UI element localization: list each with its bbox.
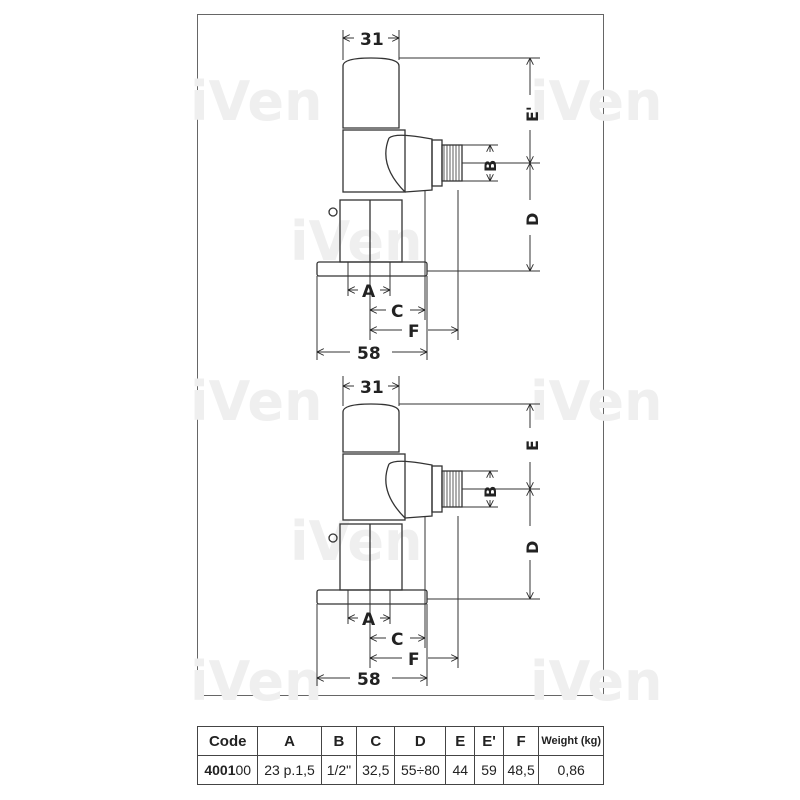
dim-label-F: F: [408, 322, 420, 342]
dimension-labels-bottom: 31 A C F 58 B E D: [357, 378, 542, 690]
header-E: E: [445, 726, 476, 756]
valve-thread-base: [431, 139, 443, 187]
header-C: C: [356, 726, 396, 756]
dim-label-E-prime: E': [523, 106, 542, 122]
cell-F: 48,5: [502, 755, 540, 785]
dimensions-top: [316, 30, 540, 360]
valve-cap: [342, 403, 400, 453]
cell-E-prime: 59: [474, 755, 504, 785]
dim-label-A: A: [362, 282, 376, 302]
dim-label-F: F: [408, 650, 420, 670]
valve-screw: [328, 533, 338, 543]
technical-drawing: iVen iVen iVen iVen iVen iVen iVen iVen: [190, 30, 662, 713]
dim-label-B: B: [481, 160, 500, 172]
dim-label-D: D: [523, 213, 542, 226]
watermark-text: iVen: [530, 70, 662, 133]
watermark-text: iVen: [190, 650, 322, 713]
header-weight: Weight (kg): [538, 726, 604, 756]
valve-elbow: [388, 134, 433, 193]
spec-table-row: 400100 23 p.1,5 1/2" 32,5 55÷80 44 59 48…: [196, 755, 604, 785]
header-D: D: [394, 726, 447, 756]
valve-screw: [328, 207, 338, 217]
valve-drawing-bottom: [316, 403, 463, 605]
drawing-frame: [197, 14, 604, 696]
spec-table: Code A B C D E E' F Weight (kg) 400100 2…: [196, 726, 604, 785]
header-E-prime: E': [474, 726, 504, 756]
cell-B: 1/2": [320, 755, 358, 785]
dim-label-A: A: [362, 610, 376, 630]
dim-label-58: 58: [357, 344, 381, 364]
header-code: Code: [196, 726, 259, 756]
watermark-text: iVen: [530, 650, 662, 713]
header-A: A: [257, 726, 322, 756]
dim-label-31: 31: [360, 378, 384, 398]
watermark-text: iVen: [530, 370, 662, 433]
cell-A: 23 p.1,5: [257, 755, 322, 785]
valve-thread-base: [431, 465, 443, 513]
dimension-labels-top: 31 A C F 58 B E' D: [357, 30, 542, 364]
cell-weight: 0,86: [538, 755, 604, 785]
spec-table-header-row: Code A B C D E E' F Weight (kg): [196, 726, 604, 756]
dim-label-C: C: [391, 630, 403, 650]
cell-code: 400100: [196, 755, 259, 785]
dim-label-C: C: [391, 302, 403, 322]
valve-base: [316, 261, 428, 277]
dimensions-bottom: [316, 376, 540, 686]
dim-label-31: 31: [360, 30, 384, 50]
dim-label-D: D: [523, 541, 542, 554]
dim-label-B: B: [481, 486, 500, 498]
valve-base: [316, 589, 428, 605]
cell-C: 32,5: [356, 755, 396, 785]
header-F: F: [502, 726, 540, 756]
cell-D: 55÷80: [394, 755, 447, 785]
valve-cap: [342, 57, 400, 129]
watermark-text: iVen: [190, 370, 322, 433]
valve-body: [342, 453, 406, 521]
valve-body: [342, 129, 406, 193]
valve-elbow: [388, 460, 433, 519]
dim-label-58: 58: [357, 670, 381, 690]
watermark-text: iVen: [190, 70, 322, 133]
header-B: B: [320, 726, 358, 756]
watermark-group: iVen iVen iVen iVen iVen iVen iVen iVen: [190, 70, 662, 713]
cell-E: 44: [445, 755, 476, 785]
dim-label-E: E: [523, 440, 542, 451]
